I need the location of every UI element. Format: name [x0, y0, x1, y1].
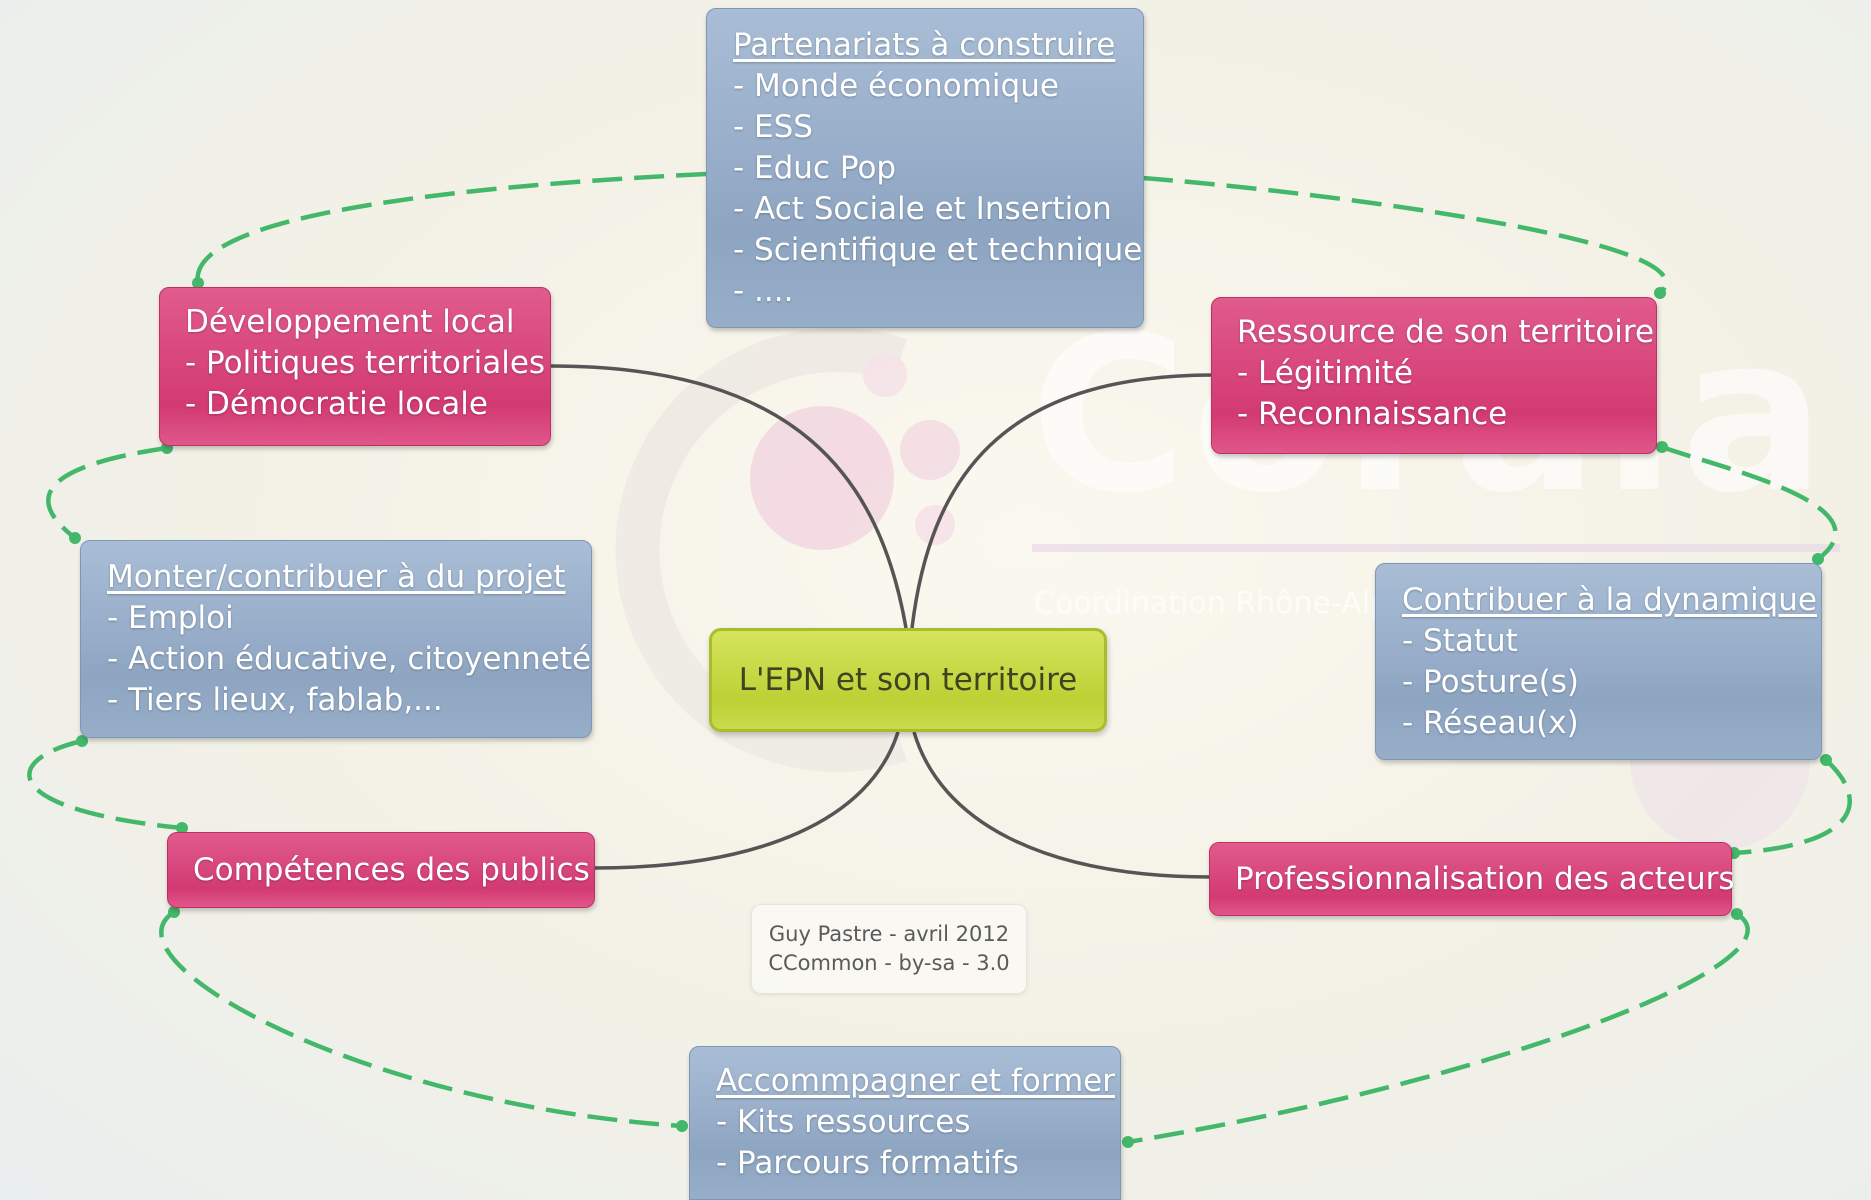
node-item: - .... [733, 273, 794, 309]
branch-developpement [550, 364, 908, 629]
link-developpement-monter [46, 445, 168, 540]
link-professionnalisation-accompagner [1127, 912, 1750, 1145]
node-item: - Statut [1402, 623, 1518, 659]
center-node-label: L'EPN et son territoire [738, 662, 1078, 698]
node-ressource-title: Ressource de son territoire [1237, 314, 1655, 350]
node-item: - Parcours formatifs [716, 1145, 1019, 1181]
node-item: - ESS [733, 109, 813, 145]
credit-author: Guy Pastre - avril 2012 [768, 922, 1010, 946]
node-item: - Posture(s) [1402, 664, 1580, 700]
node-contribuer[interactable]: Contribuer à la dynamique - Statut - Pos… [1375, 563, 1822, 760]
node-professionnalisation-title: Professionnalisation des acteurs [1235, 860, 1735, 897]
link-contribuer-professionnalisation [1733, 758, 1852, 856]
credit-license: CCommon - by-sa - 3.0 [768, 951, 1010, 975]
node-competences-title: Compétences des publics [193, 851, 590, 888]
node-item: - Réseau(x) [1402, 705, 1579, 741]
link-partenariats-developpement [195, 171, 707, 284]
link-monter-competences [27, 738, 183, 831]
node-item: - Act Sociale et Insertion [733, 191, 1112, 227]
node-developpement[interactable]: Développement local - Politiques territo… [159, 287, 551, 446]
link-competences-accompagner [159, 910, 683, 1129]
credit-box: Guy Pastre - avril 2012 CCommon - by-sa … [751, 904, 1027, 994]
node-item: - Reconnaissance [1237, 396, 1508, 432]
node-partenariats[interactable]: Partenariats à construire - Monde économ… [706, 8, 1144, 328]
link-partenariats-ressource [1142, 175, 1668, 295]
node-item: - Kits ressources [716, 1104, 971, 1140]
node-contribuer-title: Contribuer à la dynamique [1402, 582, 1817, 618]
node-item: - Emploi [107, 600, 234, 636]
coraia-logo-mark [615, 328, 960, 772]
node-item: - Politiques territoriales [185, 345, 546, 381]
branch-ressource [910, 373, 1214, 629]
branch-professionnalisation [912, 731, 1212, 879]
node-developpement-title: Développement local [185, 304, 515, 340]
node-accompagner[interactable]: Accommpagner et former - Kits ressources… [689, 1046, 1121, 1200]
node-ressource[interactable]: Ressource de son territoire - Légitimité… [1211, 297, 1657, 454]
node-professionnalisation[interactable]: Professionnalisation des acteurs [1209, 842, 1735, 916]
node-partenariats-title: Partenariats à construire [733, 27, 1116, 63]
node-monter-title: Monter/contribuer à du projet [107, 559, 566, 595]
node-item: - Scientifique et technique [733, 232, 1143, 268]
node-accompagner-title: Accommpagner et former [716, 1063, 1115, 1099]
node-item: - Légitimité [1237, 355, 1413, 391]
node-monter[interactable]: Monter/contribuer à du projet - Emploi -… [80, 540, 592, 738]
node-item: - Monde économique [733, 68, 1059, 104]
node-competences[interactable]: Compétences des publics [167, 832, 595, 908]
node-item: - Action éducative, citoyenneté [107, 641, 592, 677]
center-node[interactable]: L'EPN et son territoire [709, 628, 1107, 732]
node-item: - Educ Pop [733, 150, 897, 186]
link-ressource-contribuer [1661, 444, 1838, 561]
branch-competences [594, 731, 900, 870]
node-item: - Tiers lieux, fablab,... [107, 682, 443, 718]
node-item: - Démocratie locale [185, 386, 488, 422]
